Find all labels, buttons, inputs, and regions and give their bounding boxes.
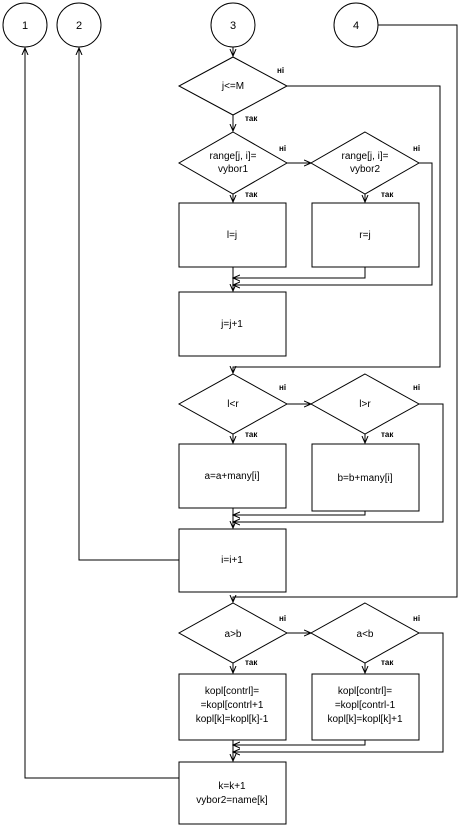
process-b-add: b=b+many[i] bbox=[311, 443, 420, 512]
label-no: ні bbox=[413, 614, 420, 623]
label-no: ні bbox=[413, 144, 420, 153]
svg-text:=kopl[contrl+1: =kopl[contrl+1 bbox=[201, 700, 264, 711]
svg-text:kopl[contrl]=: kopl[contrl]= bbox=[338, 686, 392, 697]
label-no: ні bbox=[279, 614, 286, 623]
svg-text:l>r: l>r bbox=[359, 399, 371, 410]
process-a-add: a=a+many[i] bbox=[178, 443, 287, 509]
decision-j-le-M: j<=M bbox=[177, 56, 289, 116]
decision-range-vybor1: range[j, i]= vybor1 bbox=[177, 131, 289, 195]
label-yes: так bbox=[245, 190, 258, 199]
svg-text:vybor1: vybor1 bbox=[218, 164, 248, 175]
flow-jM-no bbox=[233, 85, 441, 373]
svg-text:=kopl[contrl-1: =kopl[contrl-1 bbox=[335, 700, 396, 711]
svg-text:kopl[contrl]=: kopl[contrl]= bbox=[205, 686, 259, 697]
connector-2: 2 bbox=[56, 2, 102, 48]
svg-text:l=j: l=j bbox=[227, 230, 237, 241]
svg-text:k=k+1: k=k+1 bbox=[218, 781, 246, 792]
svg-text:4: 4 bbox=[353, 20, 359, 32]
flow-lgr-no bbox=[233, 403, 444, 522]
label-yes: так bbox=[245, 114, 258, 123]
svg-text:vybor2=name[k]: vybor2=name[k] bbox=[196, 795, 268, 806]
label-yes: так bbox=[381, 190, 394, 199]
svg-text:b=b+many[i]: b=b+many[i] bbox=[337, 473, 392, 484]
process-l-eq-j: l=j bbox=[178, 202, 287, 268]
flow-alb-no bbox=[233, 632, 444, 752]
process-r-eq-j: r=j bbox=[311, 202, 420, 268]
svg-text:2: 2 bbox=[76, 20, 82, 32]
label-no: ні bbox=[279, 383, 286, 392]
svg-text:3: 3 bbox=[230, 20, 236, 32]
label-yes: так bbox=[381, 658, 394, 667]
label-no: ні bbox=[413, 383, 420, 392]
flow-final-to-1 bbox=[25, 48, 179, 779]
decision-a-gt-b: a>b bbox=[177, 602, 289, 664]
decision-l-gt-r: l>r bbox=[309, 373, 421, 435]
svg-text:a=a+many[i]: a=a+many[i] bbox=[204, 471, 259, 482]
decision-range-vybor2: range[j, i]= vybor2 bbox=[309, 131, 421, 195]
connector-3: 3 bbox=[210, 2, 256, 48]
process-kopl-minus: kopl[contrl]= =kopl[contrl-1 kopl[k]=kop… bbox=[311, 673, 420, 741]
label-yes: так bbox=[245, 430, 258, 439]
label-yes: так bbox=[245, 658, 258, 667]
svg-text:a<b: a<b bbox=[357, 629, 374, 640]
flow-rj-merge bbox=[233, 267, 366, 278]
process-final: k=k+1 vybor2=name[k] bbox=[178, 761, 287, 825]
decision-l-lt-r: l<r bbox=[177, 373, 289, 435]
label-yes: так bbox=[381, 430, 394, 439]
svg-text:range[j, i]=: range[j, i]= bbox=[342, 151, 389, 162]
svg-text:j=j+1: j=j+1 bbox=[220, 319, 243, 330]
decision-a-lt-b: a<b bbox=[309, 602, 421, 664]
label-no: ні bbox=[279, 144, 286, 153]
svg-text:vybor2: vybor2 bbox=[350, 164, 380, 175]
svg-text:r=j: r=j bbox=[359, 230, 370, 241]
flow-b-merge bbox=[233, 511, 366, 515]
svg-text:kopl[k]=kopl[k]+1: kopl[k]=kopl[k]+1 bbox=[327, 714, 402, 725]
process-i-inc: i=i+1 bbox=[178, 528, 287, 593]
flow-i-to-2 bbox=[79, 48, 179, 561]
label-no: ні bbox=[277, 66, 284, 75]
connector-4: 4 bbox=[333, 2, 379, 48]
svg-text:l<r: l<r bbox=[227, 399, 239, 410]
svg-text:range[j, i]=: range[j, i]= bbox=[210, 151, 257, 162]
flow-v2-no bbox=[233, 162, 433, 285]
flow-4-to-right-rail bbox=[233, 24, 458, 602]
svg-text:kopl[k]=kopl[k]-1: kopl[k]=kopl[k]-1 bbox=[196, 714, 269, 725]
process-j-inc: j=j+1 bbox=[178, 291, 287, 357]
svg-text:j<=M: j<=M bbox=[221, 81, 244, 92]
svg-text:1: 1 bbox=[22, 20, 28, 32]
svg-text:i=i+1: i=i+1 bbox=[221, 555, 243, 566]
connector-1: 1 bbox=[2, 2, 48, 48]
flow-kminus-merge bbox=[233, 740, 366, 745]
svg-text:a>b: a>b bbox=[225, 629, 242, 640]
process-kopl-plus: kopl[contrl]= =kopl[contrl+1 kopl[k]=kop… bbox=[178, 673, 287, 741]
